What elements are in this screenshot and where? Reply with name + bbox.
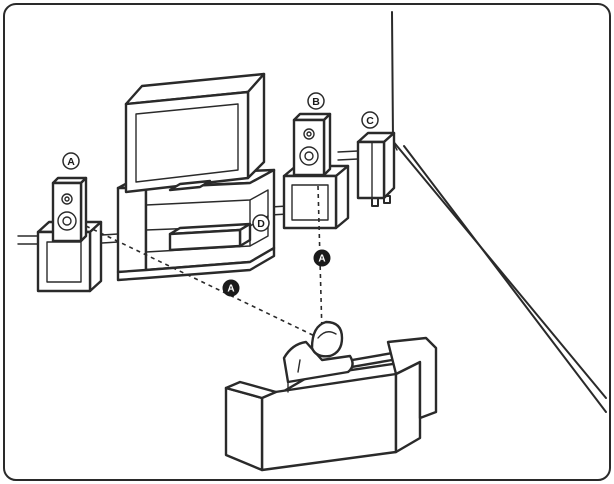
label-text: C xyxy=(366,115,374,127)
label-front-left-speaker: A xyxy=(62,152,80,170)
label-text: A xyxy=(227,284,234,295)
label-front-right-speaker: B xyxy=(307,92,325,110)
label-distance-right: A xyxy=(313,249,331,267)
label-center-speaker: D xyxy=(252,214,270,232)
front-right-speaker xyxy=(282,112,350,230)
listener xyxy=(282,320,354,384)
diagram-frame xyxy=(3,3,611,481)
label-distance-left: A xyxy=(222,279,240,297)
label-subwoofer: C xyxy=(361,111,379,129)
subwoofer xyxy=(356,131,396,207)
television xyxy=(124,72,266,194)
center-speaker xyxy=(168,222,252,252)
front-left-speaker xyxy=(36,176,103,293)
label-text: D xyxy=(257,218,265,230)
label-text: A xyxy=(318,254,325,265)
label-text: B xyxy=(312,96,320,108)
label-text: A xyxy=(67,156,75,168)
